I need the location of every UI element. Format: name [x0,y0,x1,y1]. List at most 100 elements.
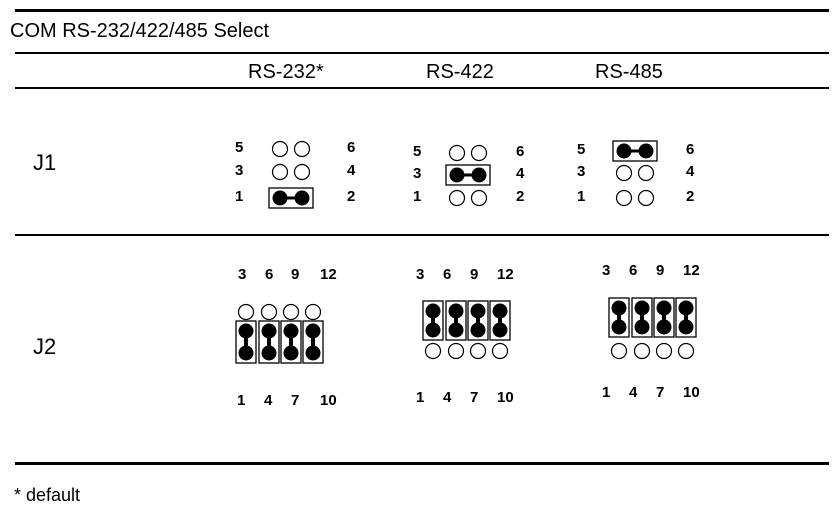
j1-pin-number-left: 3 [413,165,422,182]
j2-pin-number-top: 12 [683,262,700,279]
j2-open-pin [610,342,628,360]
j1-shorted-pin [638,143,654,159]
j2-pin-number-top: 3 [416,266,425,283]
j2-pin-number-top: 6 [265,266,274,283]
j2-jumper-frame [675,297,697,338]
j2-jumper-frame [653,297,675,338]
j2-pin-number-top: 3 [602,262,611,279]
j1-jumper-frame [612,140,658,162]
j2-open-pin [655,342,673,360]
j2-shorted-pin [448,303,464,319]
j1-pin-number-right: 2 [516,188,525,205]
j2-shorted-pin [283,323,299,339]
j2-pin-number-bottom: 10 [497,389,514,406]
j1-jumper-frame [268,187,314,209]
j2-shorted-pin [634,319,650,335]
row-label-j1: J1 [33,150,57,175]
j2-shorted-pin [611,300,627,316]
j1-pin-number-right: 6 [686,141,695,158]
j1-pin-number-left: 1 [235,188,244,205]
j2-pin-number-top: 9 [470,266,479,283]
j1-open-pin [615,189,633,207]
j2-pin-number-bottom: 1 [416,389,425,406]
j2-jumper-frame [489,300,511,341]
j2-jumper-frame [608,297,630,338]
j2-open-pin [447,342,465,360]
column-header-rs485: RS-485 [595,61,663,83]
j2-shorted-pin [425,322,441,338]
j2-open-pin [633,342,651,360]
j2-jumper-frame [631,297,653,338]
j2-shorted-pin [678,319,694,335]
j2-pin-number-top: 12 [320,266,337,283]
j2-pin-number-top: 9 [656,262,665,279]
j1-pin-number-right: 6 [516,143,525,160]
header-top-rule [15,52,829,54]
j2-shorted-pin [470,303,486,319]
j2-open-pin [282,303,300,321]
j2-shorted-pin [492,322,508,338]
j1-open-pin [637,164,655,182]
j2-pin-number-bottom: 10 [320,392,337,409]
j2-shorted-pin [656,319,672,335]
j2-pin-number-bottom: 4 [443,389,452,406]
j2-shorted-pin [305,345,321,361]
j2-jumper-frame [302,320,324,364]
j1-pin-number-left: 5 [577,141,586,158]
j2-pin-number-top: 6 [629,262,638,279]
j1-open-pin [448,144,466,162]
j2-pin-number-top: 6 [443,266,452,283]
j2-shorted-pin [261,345,277,361]
j2-shorted-pin [634,300,650,316]
j2-pin-number-bottom: 1 [237,392,246,409]
header-bottom-rule [15,87,829,89]
j1-shorted-pin [471,167,487,183]
j2-pin-number-bottom: 4 [264,392,273,409]
top-rule [15,9,829,12]
j2-jumper-frame [467,300,489,341]
j2-jumper-frame [280,320,302,364]
j1-pin-number-right: 4 [516,165,525,182]
j1-pin-number-left: 1 [413,188,422,205]
j2-pin-number-bottom: 10 [683,384,700,401]
j2-pin-number-bottom: 7 [470,389,479,406]
j2-jumper-frame [422,300,444,341]
row-label-j2: J2 [33,334,57,359]
j2-shorted-pin [678,300,694,316]
j2-shorted-pin [611,319,627,335]
j1-shorted-pin [449,167,465,183]
j2-jumper-frame [258,320,280,364]
j2-jumper-frame [235,320,257,364]
j1-open-pin [470,189,488,207]
j2-shorted-pin [656,300,672,316]
j2-shorted-pin [283,345,299,361]
j1-open-pin [271,140,289,158]
j1-pin-number-right: 4 [347,162,356,179]
j1-jumper-frame [445,164,491,186]
j1-open-pin [293,163,311,181]
j2-open-pin [304,303,322,321]
j2-shorted-pin [492,303,508,319]
j2-shorted-pin [448,322,464,338]
j2-shorted-pin [425,303,441,319]
j2-open-pin [237,303,255,321]
j1-shorted-pin [272,190,288,206]
j2-pin-number-bottom: 7 [291,392,300,409]
j1-open-pin [448,189,466,207]
row-divider [15,234,829,236]
footnote: * default [14,485,81,505]
j2-pin-number-top: 12 [497,266,514,283]
j2-shorted-pin [470,322,486,338]
column-header-rs232: RS-232* [248,61,324,83]
j1-pin-number-left: 1 [577,188,586,205]
j2-shorted-pin [261,323,277,339]
j1-open-pin [470,144,488,162]
j2-jumper-frame [445,300,467,341]
j2-open-pin [677,342,695,360]
j2-pin-number-top: 3 [238,266,247,283]
j1-pin-number-left: 5 [413,143,422,160]
j1-pin-number-left: 3 [577,163,586,180]
j2-shorted-pin [238,345,254,361]
bottom-rule [15,462,829,465]
